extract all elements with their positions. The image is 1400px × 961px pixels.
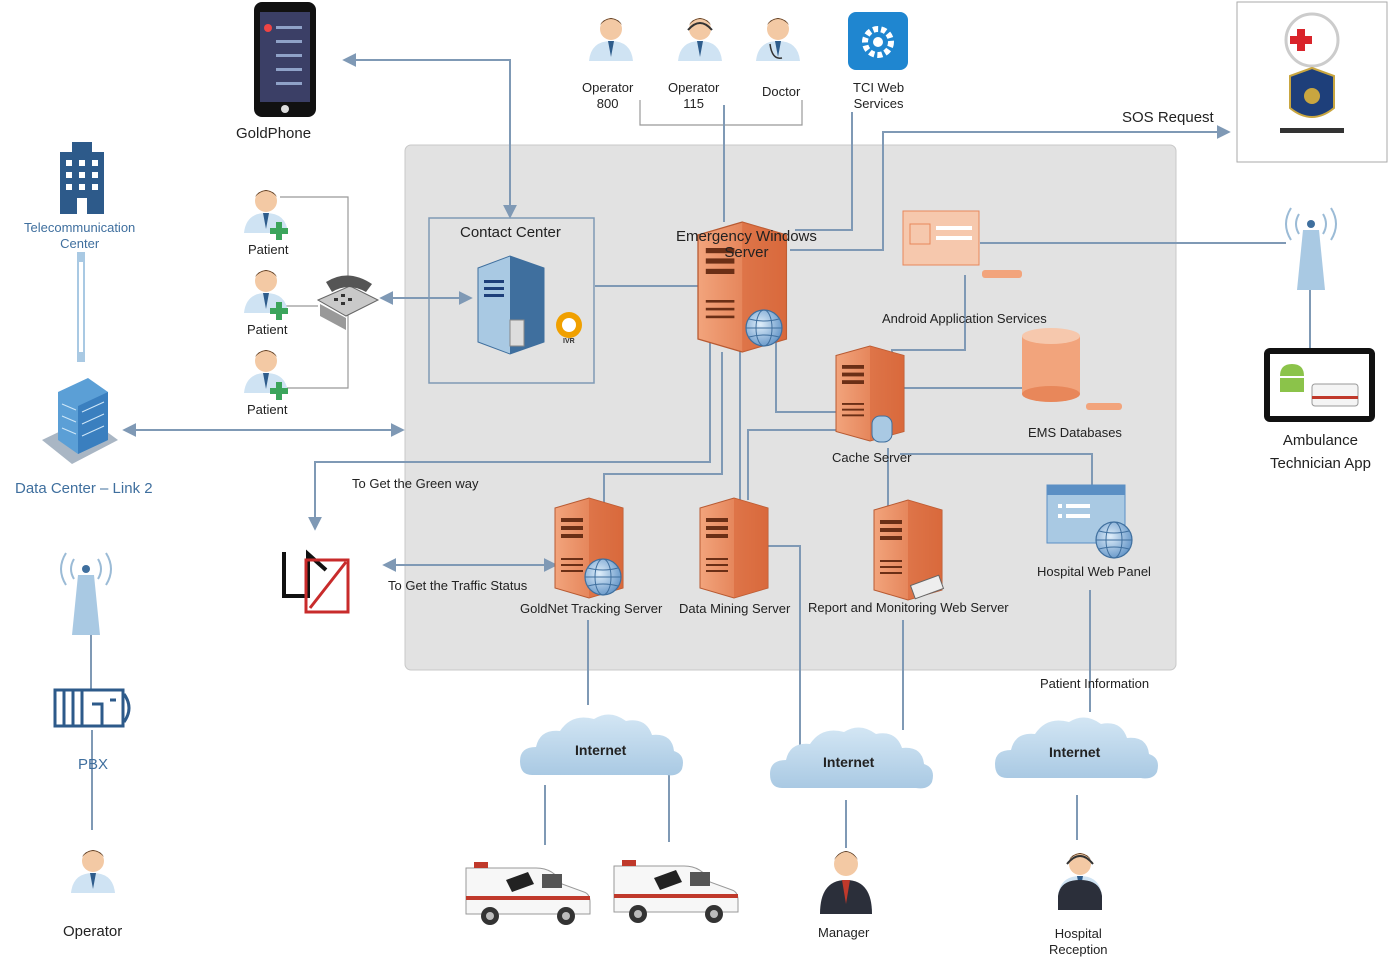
data-center-antenna-icon	[60, 552, 112, 636]
internet-2-label: Internet	[823, 754, 875, 770]
operator-800-icon	[589, 18, 633, 61]
data-mining-server-label: Data Mining Server	[679, 601, 791, 616]
contact-center-server-icon	[477, 255, 545, 355]
fiber-link-icon	[77, 252, 85, 362]
contact-center-box	[428, 217, 595, 384]
ems-databases-icon	[1022, 328, 1122, 410]
patient-information-label: Patient Information	[1040, 676, 1150, 691]
goldnet-tracking-server-icon	[554, 497, 624, 599]
contact-center-label: Contact Center	[460, 224, 561, 241]
internet-3-label: Internet	[1049, 744, 1101, 760]
data-mining-server-icon	[699, 497, 769, 599]
hospital-web-panel-icon	[1046, 484, 1133, 559]
ambulance-1-icon	[465, 861, 591, 926]
operator-115-icon	[678, 18, 722, 61]
patient-3-label: Patient	[247, 402, 288, 417]
goldphone-label: GoldPhone	[236, 125, 312, 142]
operator-icon	[71, 850, 115, 893]
connectors	[90, 53, 1311, 848]
patient-3-icon	[244, 350, 288, 400]
goldphone-icon	[254, 2, 316, 117]
ems-databases-label: EMS Databases	[1028, 425, 1122, 440]
hospital-reception-icon	[1058, 853, 1102, 910]
traffic-status-label: To Get the Traffic Status	[388, 578, 528, 593]
ambulance-2-icon	[613, 859, 739, 924]
manager-label: Manager	[818, 925, 870, 940]
telephone-icon	[316, 275, 380, 330]
cache-server-icon	[835, 345, 905, 443]
telecommunication-building-icon	[60, 142, 104, 214]
data-center-label: Data Center – Link 2	[15, 480, 153, 497]
ivr-icon	[556, 312, 582, 338]
operator-label: Operator	[63, 923, 123, 940]
internet-1-label: Internet	[575, 742, 627, 758]
traffic-sign-icon	[282, 549, 350, 614]
sos-request-label: SOS Request	[1122, 109, 1214, 126]
red-crescent-icon	[1284, 12, 1340, 68]
report-monitoring-server-label: Report and Monitoring Web Server	[808, 600, 1009, 615]
pbx-label: PBX	[78, 756, 109, 773]
doctor-label: Doctor	[762, 84, 801, 99]
green-way-label: To Get the Green way	[352, 476, 479, 491]
report-monitoring-server-icon	[873, 499, 945, 601]
ambulance-antenna-icon	[1285, 207, 1337, 291]
goldnet-tracking-server-label: GoldNet Tracking Server	[520, 601, 663, 616]
tci-web-services-icon	[848, 12, 908, 70]
ivr-label: IVR	[563, 338, 575, 345]
hospital-web-panel-label: Hospital Web Panel	[1037, 564, 1151, 579]
patient-1-label: Patient	[248, 242, 289, 257]
ambulance-technician-tablet-icon	[1264, 348, 1375, 422]
patient-1-icon	[244, 190, 288, 240]
pbx-icon	[53, 688, 131, 728]
android-application-services-label: Android Application Services	[882, 311, 1047, 326]
manager-icon	[820, 851, 872, 914]
doctor-icon	[756, 18, 800, 61]
cache-server-label: Cache Server	[832, 450, 912, 465]
patient-2-label: Patient	[247, 322, 288, 337]
android-application-services-icon	[902, 210, 1022, 278]
police-badge-icon	[1280, 66, 1344, 133]
patient-2-icon	[244, 270, 288, 320]
data-center-building-icon	[42, 378, 118, 464]
